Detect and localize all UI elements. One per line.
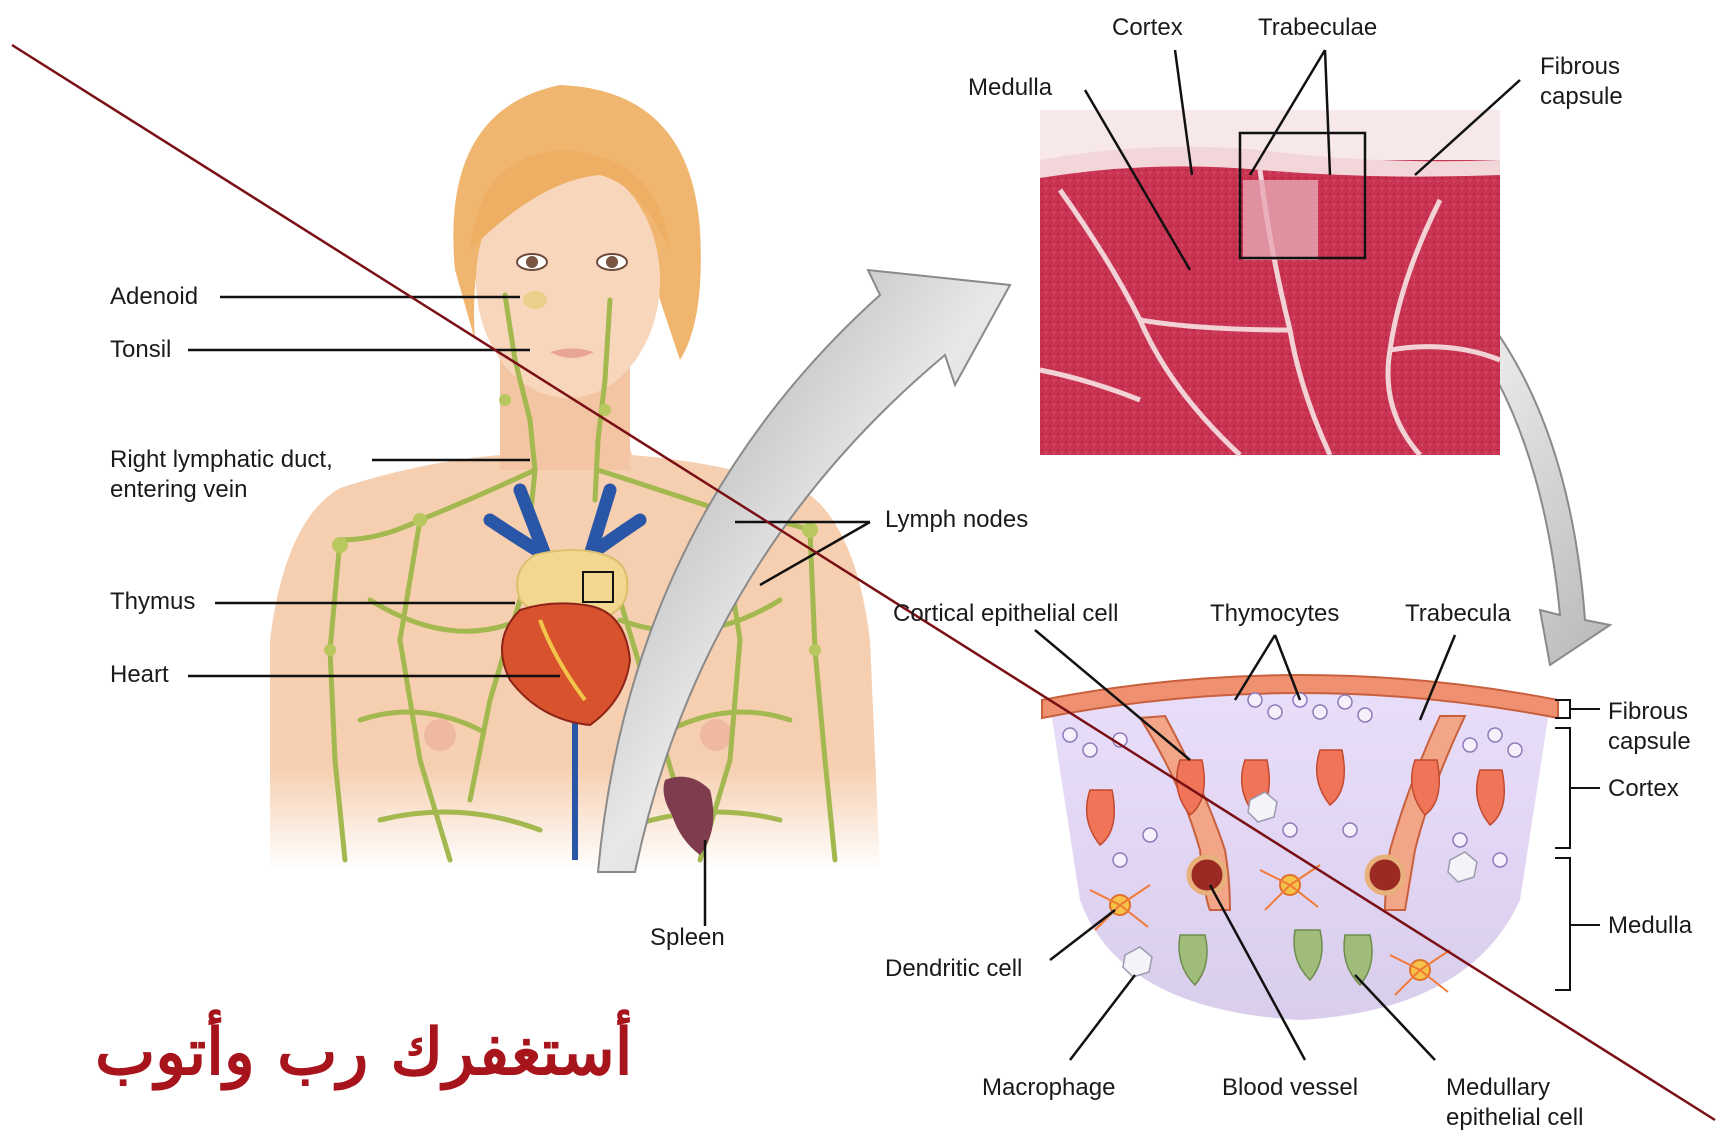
thymus-lobule-diagram xyxy=(1042,675,1558,1020)
micrograph-medulla-label: Medulla xyxy=(968,74,1052,102)
micrograph-cortex-label: Cortex xyxy=(1112,14,1183,42)
lymph-nodes-label: Lymph nodes xyxy=(885,506,1028,534)
diagram-cortex-label: Cortex xyxy=(1608,775,1679,803)
adenoid-organ xyxy=(523,291,547,309)
micrograph-trabeculae-label: Trabeculae xyxy=(1258,14,1377,42)
macrophage-label: Macrophage xyxy=(982,1074,1115,1102)
cortical-epithelial-cell-label: Cortical epithelial cell xyxy=(893,600,1118,628)
thymus-label: Thymus xyxy=(110,588,195,616)
dendritic-cell-label: Dendritic cell xyxy=(885,955,1022,983)
thymocytes-label: Thymocytes xyxy=(1210,600,1339,628)
micrograph-fibrous-label-line2: capsule xyxy=(1540,83,1623,111)
adenoid-label: Adenoid xyxy=(110,283,198,311)
arabic-overlay-text: أستغفرك رب وأتوب xyxy=(95,1015,633,1090)
blood-vessel-label: Blood vessel xyxy=(1222,1074,1358,1102)
lymphatic-duct-label-line2: entering vein xyxy=(110,476,247,504)
spleen-label: Spleen xyxy=(650,924,725,952)
diagram-medulla-label: Medulla xyxy=(1608,912,1692,940)
diagram-fibrous-label-line2: capsule xyxy=(1608,728,1691,756)
trabecula-label: Trabecula xyxy=(1405,600,1511,628)
diagram-fibrous-label-line1: Fibrous xyxy=(1608,698,1688,726)
layer-brackets xyxy=(1555,700,1600,990)
tonsil-label: Tonsil xyxy=(110,336,171,364)
micrograph-fibrous-label-line1: Fibrous xyxy=(1540,53,1620,81)
lymphatic-duct-label-line1: Right lymphatic duct, xyxy=(110,446,333,474)
medullary-epithelial-label-line2: epithelial cell xyxy=(1446,1104,1583,1132)
heart-label: Heart xyxy=(110,661,169,689)
medullary-epithelial-label-line1: Medullary xyxy=(1446,1074,1550,1102)
